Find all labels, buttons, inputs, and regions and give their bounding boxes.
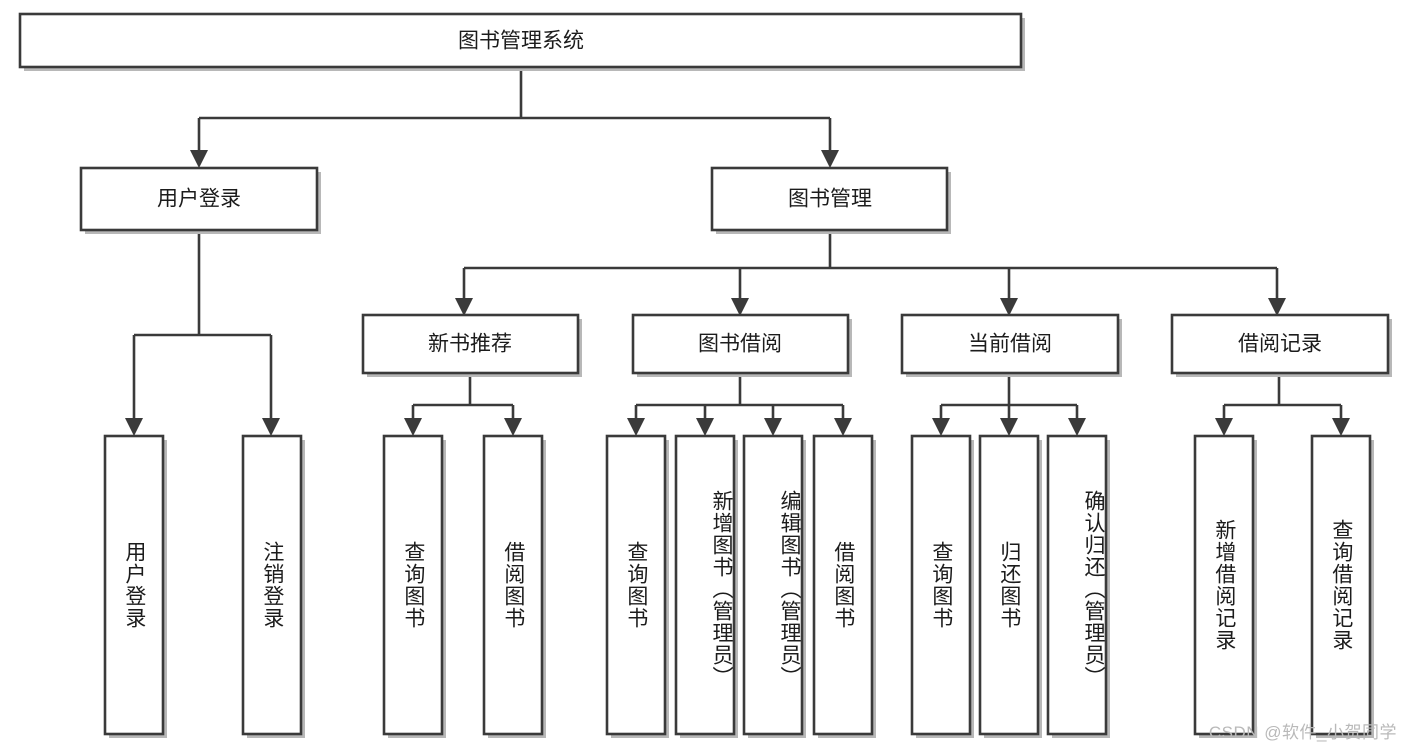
leaf-node-user-login-1[interactable]	[103, 434, 167, 738]
node-book-borrow[interactable]: 图书借阅	[631, 313, 852, 377]
leaf-node-current-borrow-1[interactable]	[910, 434, 974, 738]
arrowhead-leaf-current-borrow-3	[1068, 418, 1086, 436]
arrowhead-book-borrow	[731, 298, 749, 316]
leaf-node-book-borrow-3[interactable]	[742, 434, 806, 738]
leaf-node-book-borrow-2[interactable]	[674, 434, 738, 738]
leaf-node-book-borrow-1[interactable]	[605, 434, 669, 738]
arrowhead-leaf-new-book-2	[504, 418, 522, 436]
connector-group-new-book	[404, 377, 522, 436]
arrowhead-leaf-borrow-record-2	[1332, 418, 1350, 436]
arrowhead-current-borrow	[1000, 298, 1018, 316]
node-label-borrow-record: 借阅记录	[1238, 333, 1322, 356]
leaf-node-current-borrow-2[interactable]	[978, 434, 1042, 738]
arrowhead-leaf-current-borrow-1	[932, 418, 950, 436]
arrowhead-leaf-book-borrow-4	[834, 418, 852, 436]
node-user-login[interactable]: 用户登录	[79, 166, 321, 234]
node-label-new-book-recommend: 新书推荐	[428, 333, 512, 356]
node-root-book-management-system[interactable]: 图书管理系统	[18, 12, 1025, 71]
arrowhead-borrow-record	[1268, 298, 1286, 316]
arrowhead-leaf-book-borrow-2	[696, 418, 714, 436]
node-borrow-record[interactable]: 借阅记录	[1170, 313, 1392, 377]
node-label-current-borrow: 当前借阅	[968, 333, 1052, 356]
arrowhead-leaf-new-book-1	[404, 418, 422, 436]
arrowhead-leaf-book-borrow-3	[764, 418, 782, 436]
connector-group-borrow-record	[1215, 377, 1350, 436]
arrowhead-leaf-user-login-1	[125, 418, 143, 436]
csdn-watermark: CSDN @软件_小贺同学	[1208, 723, 1397, 742]
arrowhead-leaf-current-borrow-2	[1000, 418, 1018, 436]
leaf-node-borrow-record-2[interactable]	[1310, 434, 1374, 738]
connector-group-root	[190, 68, 839, 168]
leaf-node-current-borrow-3[interactable]	[1046, 434, 1110, 738]
leaf-node-new-book-2[interactable]	[482, 434, 546, 738]
node-book-management[interactable]: 图书管理	[710, 166, 951, 234]
node-current-borrow[interactable]: 当前借阅	[900, 313, 1122, 377]
leaf-node-user-login-2[interactable]	[241, 434, 305, 738]
node-label-book-management: 图书管理	[788, 188, 872, 211]
arrowhead-leaf-book-borrow-1	[627, 418, 645, 436]
node-label-root: 图书管理系统	[458, 30, 584, 53]
node-new-book-recommend[interactable]: 新书推荐	[361, 313, 582, 377]
leaf-node-new-book-1[interactable]	[382, 434, 446, 738]
arrowhead-leaf-borrow-record-1	[1215, 418, 1233, 436]
connector-group-current-borrow	[932, 377, 1086, 436]
node-label-user-login: 用户登录	[157, 188, 241, 211]
connector-group-book-borrow	[627, 377, 852, 436]
arrowhead-leaf-user-login-2	[262, 418, 280, 436]
connector-group-user-login	[125, 233, 280, 436]
leaf-node-borrow-record-1[interactable]	[1193, 434, 1257, 738]
node-label-book-borrow: 图书借阅	[698, 333, 782, 356]
connector-group-book-mgmt	[455, 233, 1286, 316]
arrowhead-book-mgmt	[821, 150, 839, 168]
arrowhead-new-book	[455, 298, 473, 316]
leaf-node-book-borrow-4[interactable]	[812, 434, 876, 738]
arrowhead-user-login	[190, 150, 208, 168]
